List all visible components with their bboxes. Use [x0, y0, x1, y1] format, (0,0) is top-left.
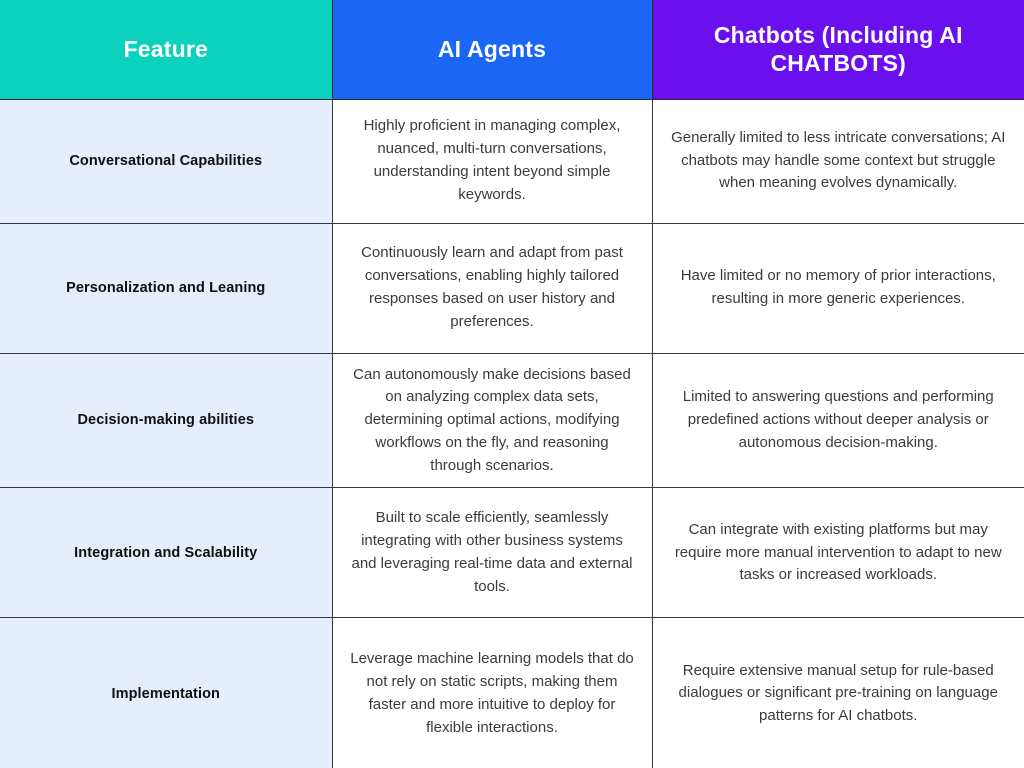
table-row: Implementation Leverage machine learning… [0, 617, 1024, 768]
chatbots-description-cell: Require extensive manual setup for rule-… [651, 617, 1024, 768]
column-header-chatbots: Chatbots (Including AI CHATBOTS) [651, 0, 1024, 100]
ai-agents-description-cell: Highly proficient in managing complex, n… [331, 98, 653, 224]
ai-agents-description-cell: Leverage machine learning models that do… [331, 617, 653, 768]
table-row: Personalization and Leaning Continuously… [0, 222, 1024, 354]
column-header-ai-agents: AI Agents [331, 0, 653, 100]
chatbots-description-cell: Generally limited to less intricate conv… [651, 98, 1024, 224]
ai-agents-description-cell: Continuously learn and adapt from past c… [331, 222, 653, 354]
feature-label-cell: Implementation [0, 617, 333, 768]
table-row: Conversational Capabilities Highly profi… [0, 98, 1024, 224]
ai-agents-description-cell: Can autonomously make decisions based on… [331, 352, 653, 489]
table-body: Conversational Capabilities Highly profi… [0, 98, 1024, 768]
ai-agents-description-cell: Built to scale efficiently, seamlessly i… [331, 487, 653, 619]
chatbots-description-cell: Limited to answering questions and perfo… [651, 352, 1024, 489]
feature-label-cell: Decision-making abilities [0, 352, 333, 489]
feature-label-cell: Conversational Capabilities [0, 98, 333, 224]
table-row: Integration and Scalability Built to sca… [0, 487, 1024, 619]
feature-label-cell: Integration and Scalability [0, 487, 333, 619]
header-row: Feature AI Agents Chatbots (Including AI… [0, 0, 1024, 100]
column-header-feature: Feature [0, 0, 333, 100]
table-header: Feature AI Agents Chatbots (Including AI… [0, 0, 1024, 100]
feature-label-cell: Personalization and Leaning [0, 222, 333, 354]
chatbots-description-cell: Have limited or no memory of prior inter… [651, 222, 1024, 354]
table-row: Decision-making abilities Can autonomous… [0, 352, 1024, 489]
chatbots-description-cell: Can integrate with existing platforms bu… [651, 487, 1024, 619]
